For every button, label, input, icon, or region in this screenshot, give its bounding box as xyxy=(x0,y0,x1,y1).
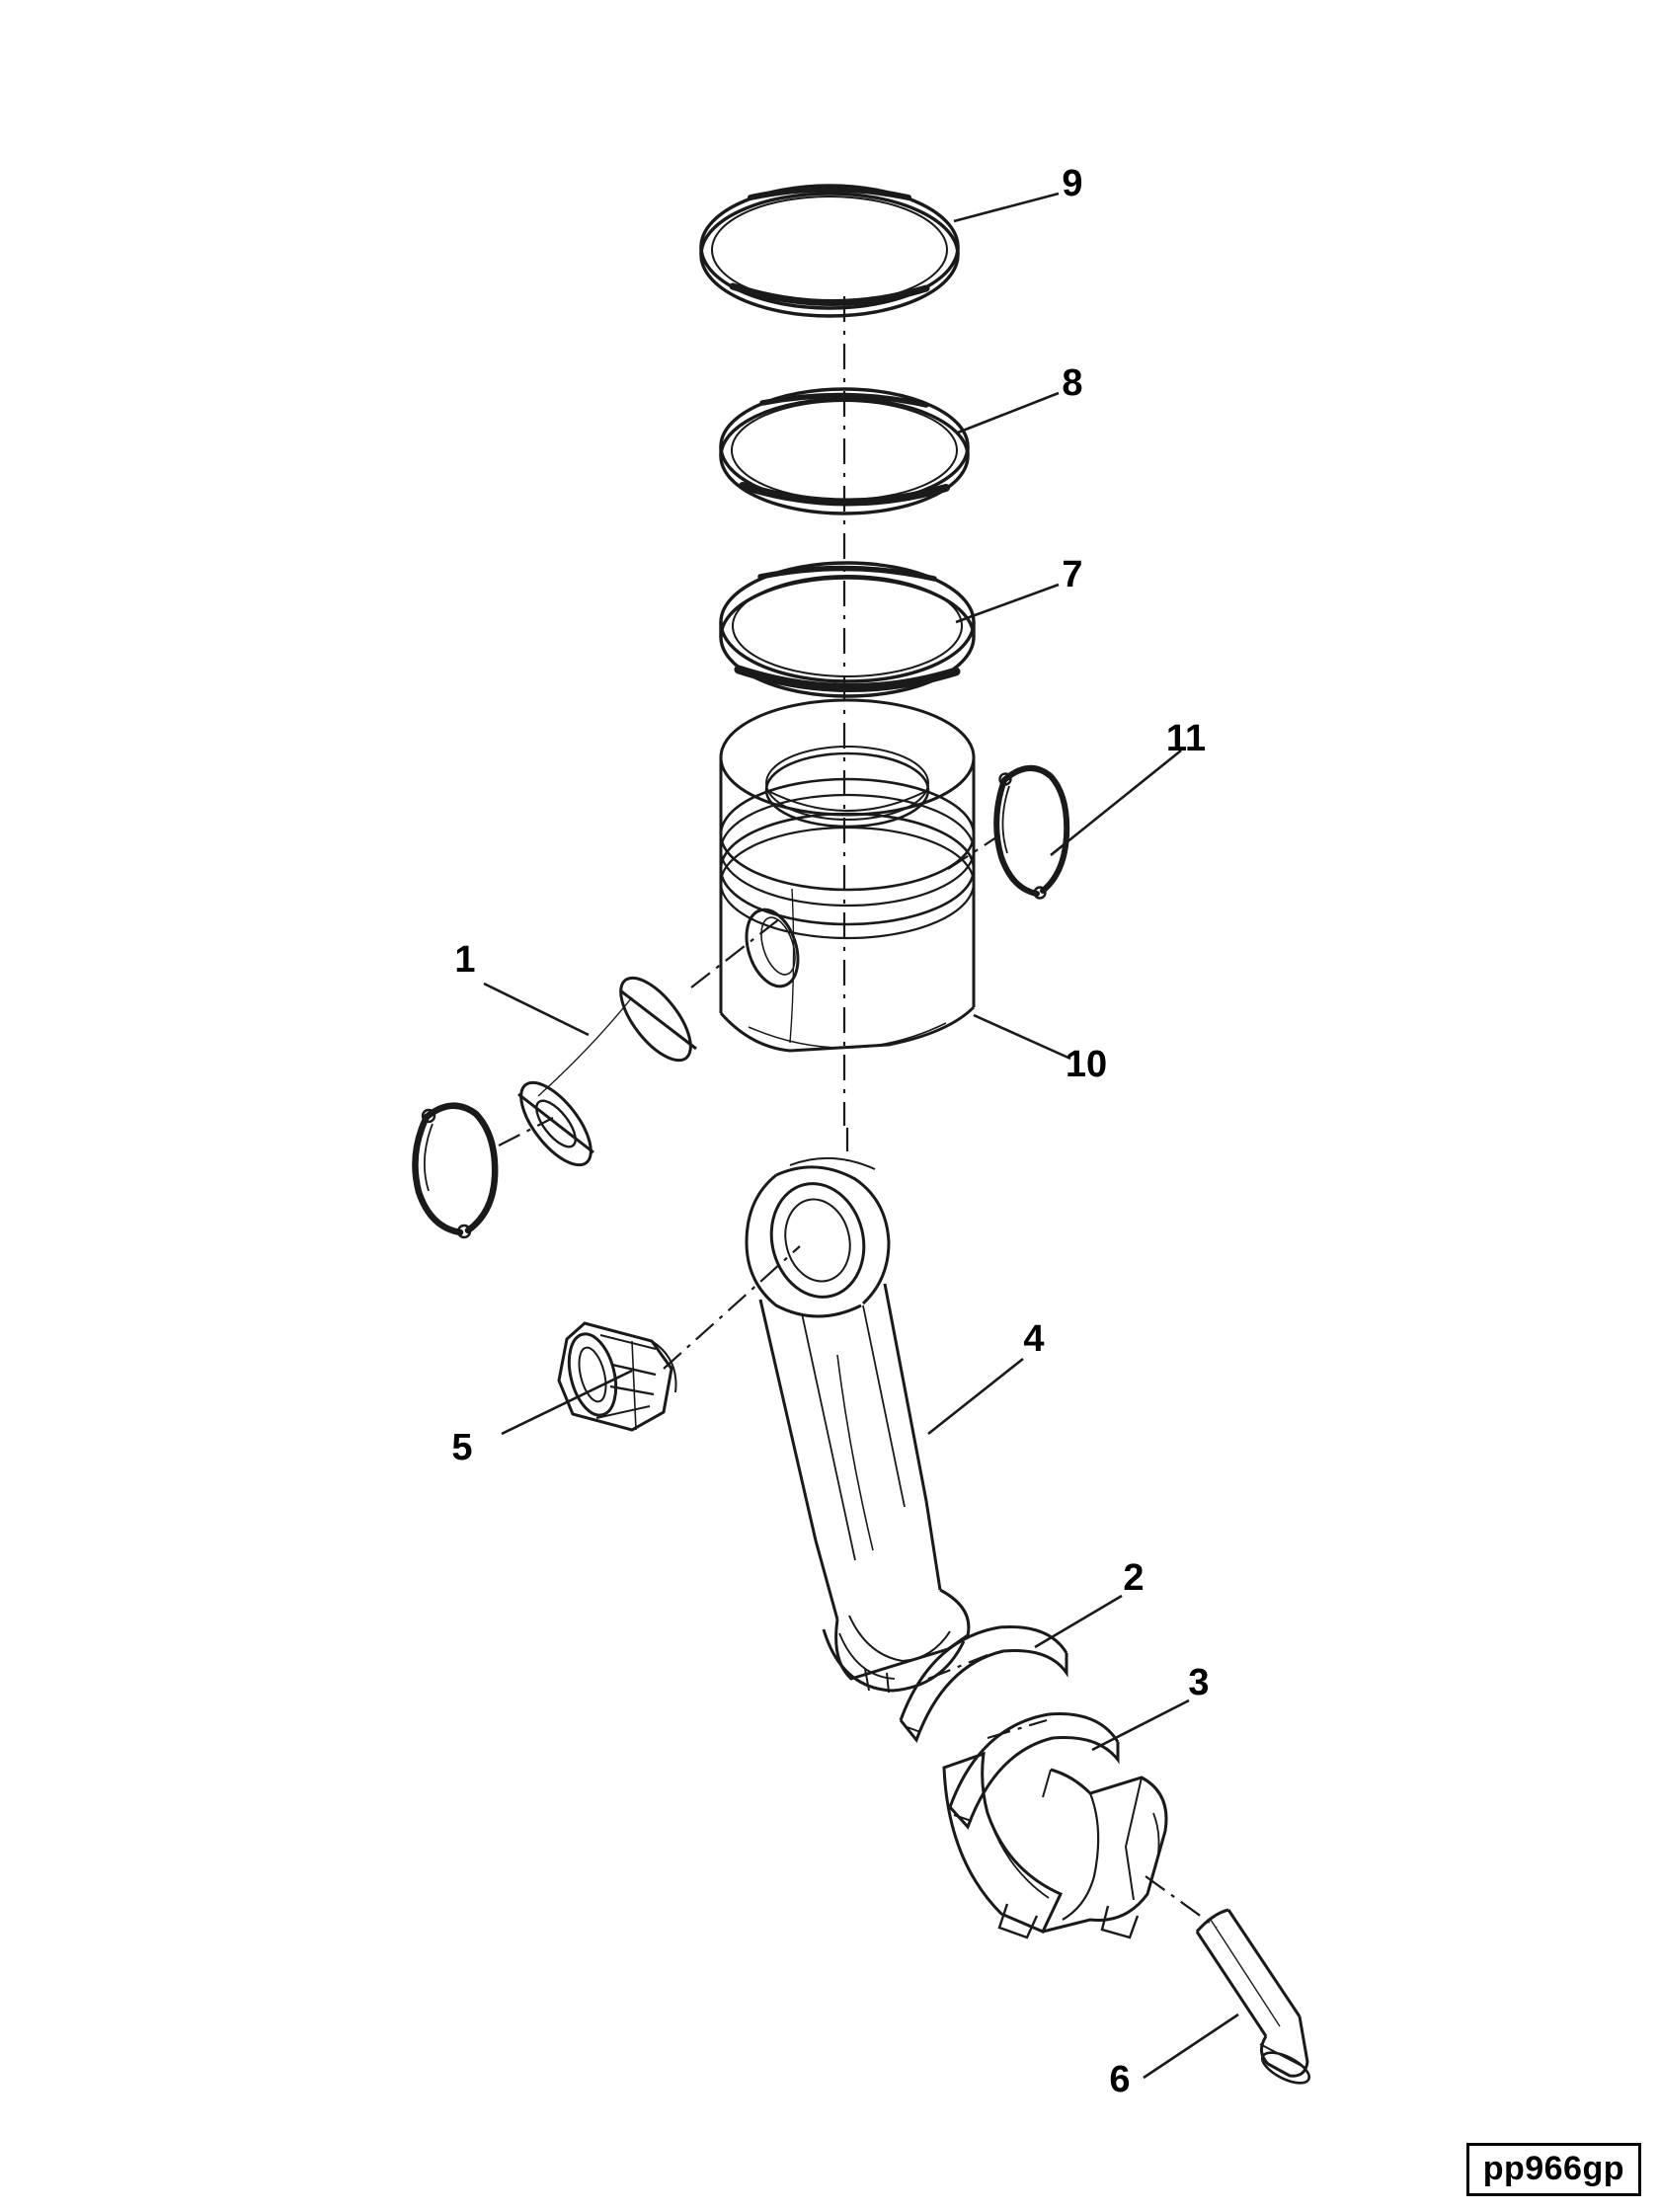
callout-label-7: 7 xyxy=(1062,554,1082,595)
callout-label-6: 6 xyxy=(1109,2059,1130,2100)
callout-labels: 9 8 7 11 10 1 5 4 2 3 6 xyxy=(451,163,1209,2100)
callout-label-10: 10 xyxy=(1066,1044,1107,1085)
upper-bearing-shell xyxy=(899,1625,1068,1744)
callout-label-9: 9 xyxy=(1062,163,1082,204)
piston-pin xyxy=(517,976,697,1167)
connecting-rod xyxy=(745,1156,971,1694)
second-compression-ring xyxy=(719,387,970,515)
callout-label-11: 11 xyxy=(1166,718,1206,759)
snap-ring-left xyxy=(412,1102,499,1239)
callout-label-1: 1 xyxy=(454,939,475,981)
part-code-box: pp966gp xyxy=(1465,2143,1641,2196)
part-code-text: pp966gp xyxy=(1482,2150,1624,2187)
small-end-bushing xyxy=(557,1321,677,1432)
top-compression-ring xyxy=(699,184,960,318)
callout-label-2: 2 xyxy=(1123,1557,1144,1599)
lower-bearing-shell xyxy=(948,1712,1120,1830)
callout-label-8: 8 xyxy=(1062,362,1082,404)
callout-leader-lines xyxy=(483,192,1239,2080)
connecting-rod-bolt xyxy=(1195,1908,1310,2085)
callout-label-5: 5 xyxy=(451,1427,472,1468)
callout-label-4: 4 xyxy=(1023,1318,1044,1360)
piston xyxy=(719,698,976,1053)
oil-control-ring xyxy=(719,561,976,698)
callout-label-3: 3 xyxy=(1188,1662,1209,1703)
assembly-axis-leaders xyxy=(498,834,1218,1929)
rod-cap xyxy=(942,1751,1168,1939)
snap-ring-right xyxy=(993,765,1070,900)
